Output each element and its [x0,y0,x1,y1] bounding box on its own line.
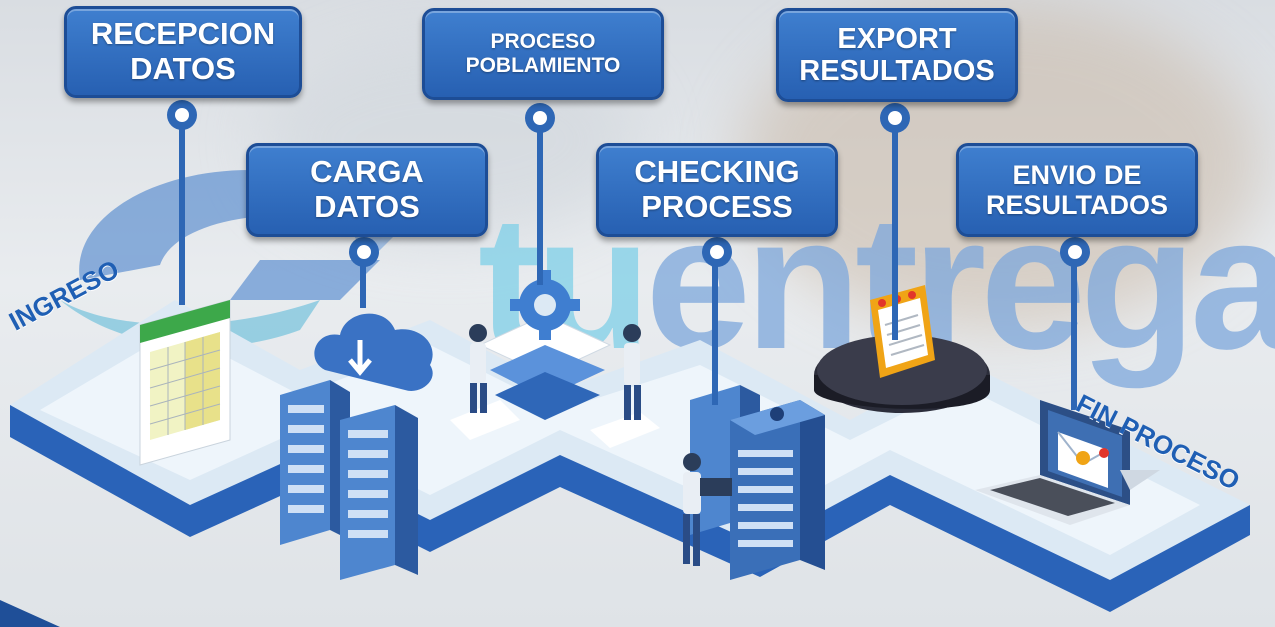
spreadsheet-icon [139,299,231,466]
server-rack-icon-2 [690,385,825,580]
stem-export [892,120,898,340]
stem-carga [360,248,366,308]
laptop-email-icon [975,400,1160,525]
cloud-download-icon [314,313,433,391]
notepad-icon [814,285,990,413]
ring-poblamiento [525,103,555,133]
ring-envio [1060,237,1090,267]
people-icon [450,324,660,448]
ring-carga [349,237,379,267]
technician-icon [683,453,732,566]
stem-envio [1071,250,1077,410]
ring-checking [702,237,732,267]
gear-icon [478,270,612,420]
server-rack-icon [280,380,418,580]
stem-checking [712,255,718,405]
ring-export [880,103,910,133]
stem-recepcion [179,110,185,305]
stem-poblamiento [537,115,543,285]
ring-recepcion [167,100,197,130]
